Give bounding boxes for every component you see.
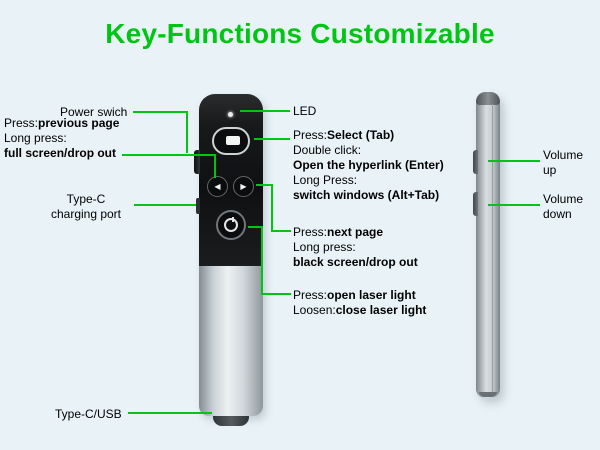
callout-text-bold: full screen/drop out <box>4 146 117 160</box>
page-title: Key-Functions Customizable <box>105 18 495 49</box>
callout-line: Volume <box>543 148 584 162</box>
type-c-usb-label: Type-C/USB <box>55 407 122 421</box>
type-c-charging-callout: Type-C charging port <box>40 192 132 222</box>
connector-next-h1 <box>256 184 273 186</box>
presenter-body <box>199 266 263 416</box>
callout-line: full screen/drop out <box>4 146 119 161</box>
callout-line: Long Press: <box>293 173 444 188</box>
connector-laser-h1 <box>248 226 263 228</box>
presenter-front-view: ◀ ▶ <box>194 94 263 426</box>
callout-line: down <box>543 207 572 221</box>
select-button-icon <box>226 136 240 145</box>
next-arrow-icon: ▶ <box>240 181 247 191</box>
callout-line: Loosen:close laser light <box>293 303 426 318</box>
connector-previous-h <box>122 154 216 156</box>
power-switch <box>194 150 200 174</box>
callout-text: Long press: <box>4 131 67 145</box>
connector-power-switch-v <box>186 111 188 153</box>
led-label: LED <box>293 104 317 118</box>
callout-text: Long press: <box>293 240 356 254</box>
callout-line: charging port <box>50 207 122 221</box>
callout-line: switch windows (Alt+Tab) <box>293 188 444 203</box>
callout-text-bold: open laser light <box>327 288 416 302</box>
callout-text: Long Press: <box>293 173 358 187</box>
connector-power-switch-h <box>133 111 188 113</box>
callout-line: Double click: <box>293 143 444 158</box>
callout-text-bold: previous page <box>38 116 120 130</box>
connector-volume-down <box>488 204 540 206</box>
callout-line: Long press: <box>4 131 119 146</box>
previous-page-button: ◀ <box>207 176 228 197</box>
connector-led <box>240 110 290 112</box>
power-icon-stem <box>232 217 234 222</box>
presenter-top-section: ◀ ▶ <box>199 94 263 266</box>
callout-line: black screen/drop out <box>293 255 418 270</box>
presenter-side-seam <box>492 104 493 392</box>
connector-select <box>254 138 290 140</box>
callout-line: Open the hyperlink (Enter) <box>293 158 444 173</box>
select-button <box>212 127 250 155</box>
callout-text: Loosen: <box>293 303 336 317</box>
callout-text: Press: <box>293 128 328 142</box>
previous-arrow-icon: ◀ <box>214 181 221 191</box>
laser-button <box>216 210 246 240</box>
callout-text: Press: <box>293 225 328 239</box>
volume-up-callout: Volume up <box>543 148 583 178</box>
presenter-side-view <box>473 92 500 398</box>
connector-volume-up <box>488 160 540 162</box>
connector-previous-v <box>214 154 216 178</box>
type-c-port <box>196 198 200 214</box>
connector-laser-h2 <box>261 293 291 295</box>
power-icon <box>224 217 238 232</box>
callout-line: Press:Select (Tab) <box>293 128 444 143</box>
callout-text-bold: next page <box>327 225 384 239</box>
callout-line: up <box>543 163 557 177</box>
callout-text-bold: close laser light <box>335 303 427 317</box>
callout-line: Press:next page <box>293 225 418 240</box>
connector-next-h2 <box>271 230 291 232</box>
presenter-side-cap <box>476 92 500 105</box>
power-switch-label: Power swich <box>60 105 128 119</box>
callout-text-bold: Open the hyperlink (Enter) <box>293 158 444 172</box>
callout-line: Type-C <box>66 192 106 206</box>
previous-page-callout: Press:previous page Long press: full scr… <box>4 116 119 161</box>
select-callout: Press:Select (Tab) Double click: Open th… <box>293 128 444 203</box>
callout-text-bold: Select (Tab) <box>327 128 395 142</box>
next-page-callout: Press:next page Long press: black screen… <box>293 225 418 270</box>
presenter-side-body <box>476 92 500 398</box>
callout-line: Long press: <box>293 240 418 255</box>
volume-down-button <box>473 192 478 216</box>
volume-down-callout: Volume down <box>543 192 583 222</box>
next-page-button: ▶ <box>233 176 254 197</box>
callout-text: Press: <box>293 288 328 302</box>
usb-tip <box>213 416 249 426</box>
callout-text: Press: <box>4 116 39 130</box>
laser-callout: Press:open laser light Loosen:close lase… <box>293 288 426 318</box>
connector-type-c-port <box>134 204 196 206</box>
callout-text-bold: switch windows (Alt+Tab) <box>293 188 440 202</box>
presenter-side-bottom <box>479 392 497 397</box>
callout-line: Press:open laser light <box>293 288 426 303</box>
connector-type-c-usb <box>128 412 212 414</box>
callout-line: Volume <box>543 192 584 206</box>
connector-next-v <box>271 184 273 232</box>
callout-text: Double click: <box>293 143 362 157</box>
led-indicator-icon <box>228 112 233 117</box>
connector-laser-v <box>261 226 263 295</box>
callout-line: Press:previous page <box>4 116 119 131</box>
callout-text-bold: black screen/drop out <box>293 255 418 269</box>
volume-up-button <box>473 150 478 174</box>
